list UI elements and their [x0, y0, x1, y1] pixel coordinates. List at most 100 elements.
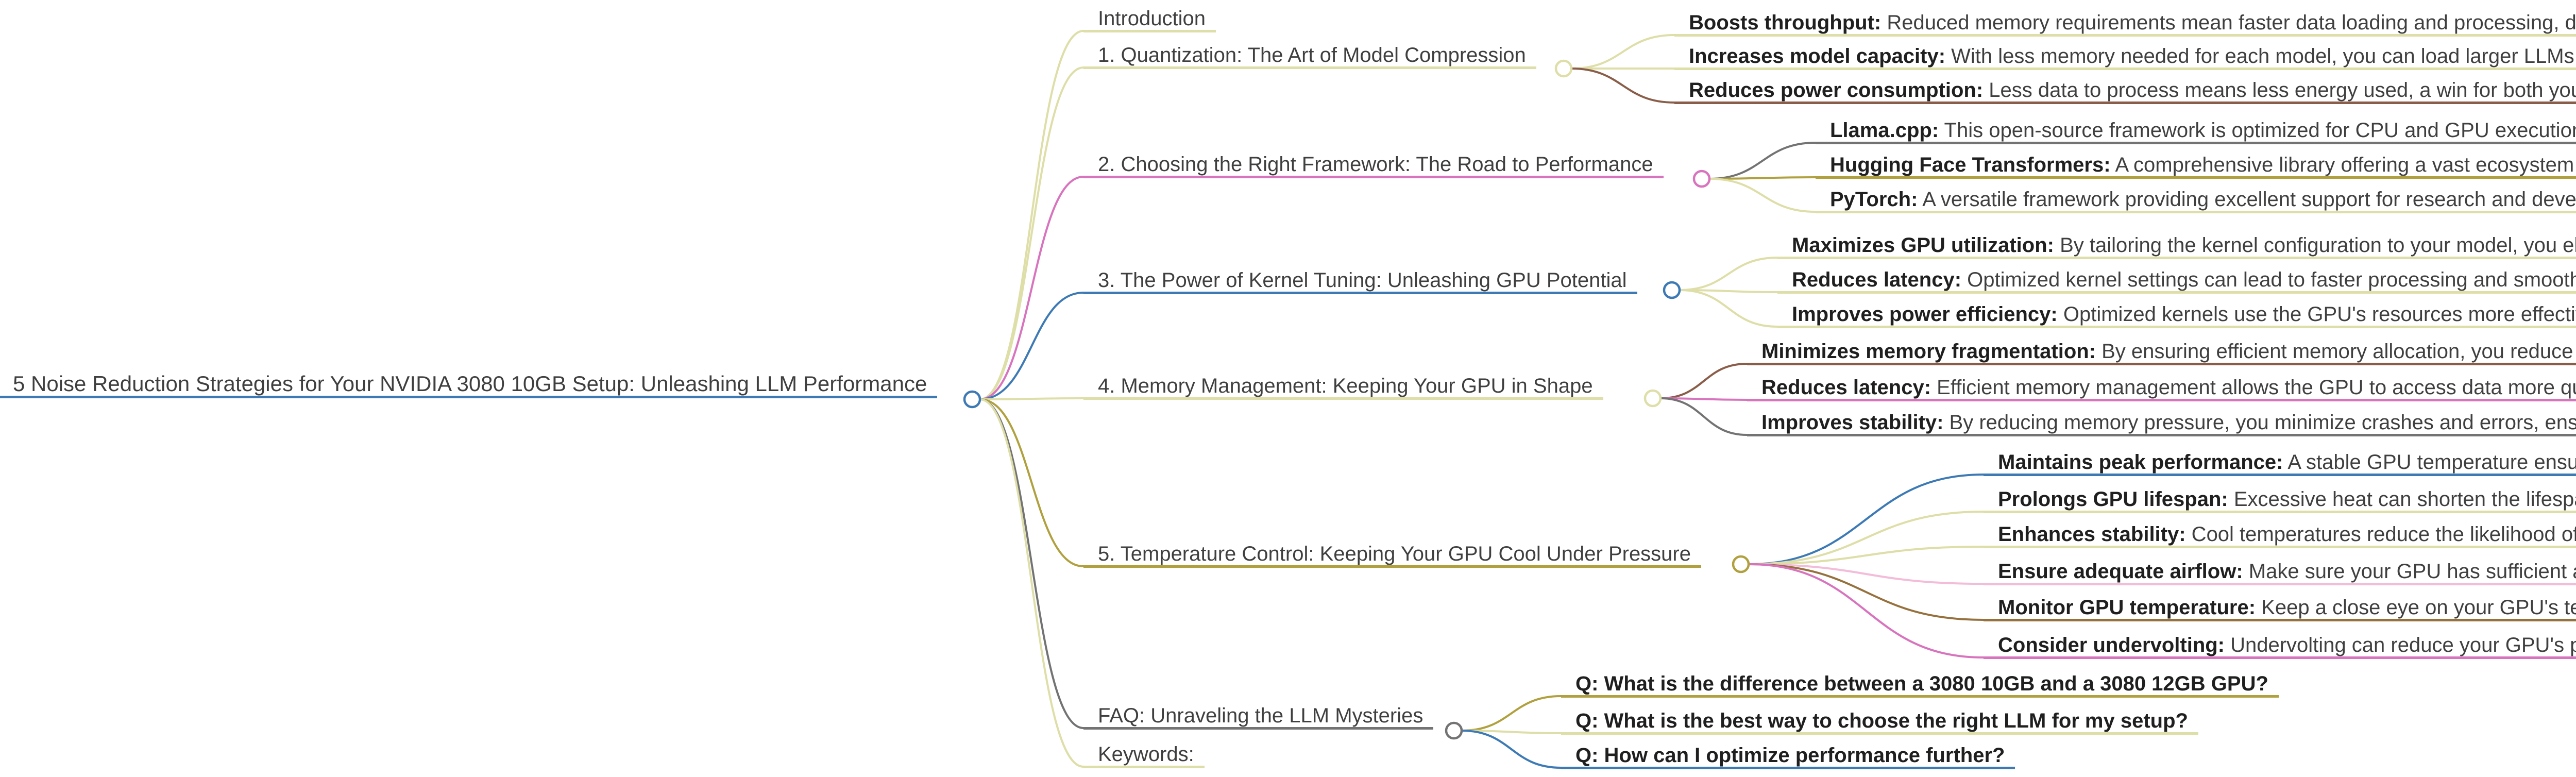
branch-keywords[interactable]: Keywords: — [1083, 744, 1205, 768]
leaf-bold-prefix: Prolongs GPU lifespan: — [1998, 488, 2228, 511]
link-root-keywords — [979, 398, 1084, 768]
link-root-quantization — [979, 66, 1084, 400]
link-quantization-3 — [1570, 67, 1675, 104]
branch-temperature-control[interactable]: 5. Temperature Control: Keeping Your GPU… — [1083, 544, 1701, 568]
collapse-circle-temperature-control[interactable] — [1732, 555, 1750, 573]
leaf-bold-prefix: Q: What is the difference between a 3080… — [1575, 672, 2268, 695]
branch-introduction[interactable]: Introduction — [1083, 8, 1216, 32]
leaf-text: Less data to process means less energy u… — [1989, 79, 2576, 102]
leaf-kernel-tuning-2[interactable]: Reduces latency: Optimized kernel settin… — [1777, 269, 2576, 294]
leaf-temperature-control-6[interactable]: Consider undervolting: Undervolting can … — [1984, 635, 2576, 659]
leaf-temperature-control-2[interactable]: Prolongs GPU lifespan: Excessive heat ca… — [1984, 489, 2576, 513]
link-kernel-tuning-1 — [1679, 257, 1778, 291]
leaf-bold-prefix: Enhances stability: — [1998, 523, 2186, 546]
collapse-circle-quantization[interactable] — [1554, 59, 1573, 78]
collapse-circle-memory-management[interactable] — [1643, 389, 1662, 408]
link-temperature-control-5 — [1748, 563, 1985, 621]
leaf-bold-prefix: Ensure adequate airflow: — [1998, 560, 2243, 583]
leaf-bold-prefix: Minimizes memory fragmentation: — [1761, 340, 2096, 363]
leaf-bold-prefix: Improves stability: — [1761, 411, 1944, 434]
leaf-text: Cool temperatures reduce the likelihood … — [2191, 523, 2576, 546]
leaf-text: This open-source framework is optimized … — [1944, 119, 2576, 142]
link-kernel-tuning-3 — [1679, 289, 1778, 328]
branch-kernel-tuning[interactable]: 3. The Power of Kernel Tuning: Unleashin… — [1083, 270, 1637, 294]
root-node[interactable]: 5 Noise Reduction Strategies for Your NV… — [0, 373, 938, 398]
leaf-bold-prefix: PyTorch: — [1830, 188, 1918, 211]
link-framework-2 — [1708, 176, 1817, 180]
leaf-text: A comprehensive library offering a vast … — [2115, 154, 2576, 176]
collapse-circle-root[interactable] — [963, 390, 981, 409]
leaf-text: Efficient memory management allows the G… — [1937, 376, 2576, 399]
link-root-memory-management — [979, 397, 1084, 400]
leaf-framework-1[interactable]: Llama.cpp: This open-source framework is… — [1816, 120, 2576, 144]
leaf-bold-prefix: Increases model capacity: — [1689, 45, 1946, 67]
leaf-quantization-1[interactable]: Boosts throughput: Reduced memory requir… — [1674, 12, 2576, 37]
collapse-circle-framework[interactable] — [1692, 170, 1711, 188]
collapse-circle-kernel-tuning[interactable] — [1663, 281, 1681, 299]
leaf-bold-prefix: Llama.cpp: — [1830, 119, 1939, 142]
branch-memory-management[interactable]: 4. Memory Management: Keeping Your GPU i… — [1083, 376, 1603, 400]
branch-framework[interactable]: 2. Choosing the Right Framework: The Roa… — [1083, 154, 1664, 178]
leaf-kernel-tuning-1[interactable]: Maximizes GPU utilization: By tailoring … — [1777, 235, 2576, 259]
leaf-temperature-control-1[interactable]: Maintains peak performance: A stable GPU… — [1984, 452, 2576, 476]
leaf-faq-1[interactable]: Q: What is the difference between a 3080… — [1561, 673, 2279, 698]
link-memory-management-3 — [1659, 397, 1748, 436]
leaf-text: Optimized kernels use the GPU's resource… — [2063, 303, 2576, 326]
link-faq-2 — [1461, 730, 1562, 734]
link-temperature-control-6 — [1748, 563, 1985, 658]
leaf-text: A stable GPU temperature ensures consist… — [2287, 451, 2576, 474]
leaf-faq-2[interactable]: Q: What is the best way to choose the ri… — [1561, 711, 2198, 735]
leaf-text: By tailoring the kernel configuration to… — [2060, 234, 2576, 257]
leaf-memory-management-3[interactable]: Improves stability: By reducing memory p… — [1747, 412, 2576, 436]
leaf-bold-prefix: Q: What is the best way to choose the ri… — [1575, 710, 2188, 732]
leaf-text: Excessive heat can shorten the lifespan … — [2233, 488, 2576, 511]
leaf-memory-management-1[interactable]: Minimizes memory fragmentation: By ensur… — [1747, 341, 2576, 365]
leaf-bold-prefix: Maximizes GPU utilization: — [1792, 234, 2054, 257]
leaf-text: By reducing memory pressure, you minimiz… — [1949, 411, 2576, 434]
leaf-text: Reduced memory requirements mean faster … — [1887, 11, 2576, 34]
branch-faq[interactable]: FAQ: Unraveling the LLM Mysteries — [1083, 705, 1434, 730]
link-root-faq — [979, 398, 1084, 729]
leaf-bold-prefix: Reduces latency: — [1761, 376, 1931, 399]
leaf-bold-prefix: Q: How can I optimize performance furthe… — [1575, 744, 2005, 767]
leaf-text: Make sure your GPU has sufficient airflo… — [2248, 560, 2576, 583]
link-temperature-control-1 — [1748, 474, 1985, 565]
link-root-framework — [979, 176, 1084, 400]
leaf-kernel-tuning-3[interactable]: Improves power efficiency: Optimized ker… — [1777, 304, 2576, 328]
leaf-bold-prefix: Reduces latency: — [1792, 268, 1962, 291]
link-temperature-control-3 — [1748, 546, 1985, 565]
leaf-text: By ensuring efficient memory allocation,… — [2102, 340, 2576, 363]
leaf-memory-management-2[interactable]: Reduces latency: Efficient memory manage… — [1747, 377, 2576, 401]
leaf-text: A versatile framework providing excellen… — [1922, 188, 2576, 211]
leaf-bold-prefix: Hugging Face Transformers: — [1830, 154, 2111, 176]
collapse-circle-faq[interactable] — [1445, 721, 1463, 740]
link-faq-1 — [1461, 695, 1562, 732]
leaf-bold-prefix: Reduces power consumption: — [1689, 79, 1984, 102]
leaf-text: Undervolting can reduce your GPU's power… — [2230, 634, 2576, 656]
leaf-temperature-control-3[interactable]: Enhances stability: Cool temperatures re… — [1984, 524, 2576, 548]
leaf-bold-prefix: Boosts throughput: — [1689, 11, 1882, 34]
leaf-bold-prefix: Consider undervolting: — [1998, 634, 2225, 656]
link-root-temperature-control — [979, 398, 1084, 567]
link-kernel-tuning-2 — [1679, 289, 1778, 293]
link-memory-management-1 — [1659, 363, 1748, 399]
leaf-bold-prefix: Monitor GPU temperature: — [1998, 596, 2256, 619]
leaf-faq-3[interactable]: Q: How can I optimize performance furthe… — [1561, 745, 2015, 769]
leaf-temperature-control-5[interactable]: Monitor GPU temperature: Keep a close ey… — [1984, 597, 2576, 621]
leaf-text: Keep a close eye on your GPU's temperatu… — [2261, 596, 2576, 619]
link-faq-3 — [1461, 730, 1562, 769]
link-framework-1 — [1708, 142, 1817, 180]
leaf-quantization-3[interactable]: Reduces power consumption: Less data to … — [1674, 80, 2576, 104]
link-root-kernel-tuning — [979, 292, 1084, 400]
link-temperature-control-4 — [1748, 563, 1985, 585]
leaf-framework-2[interactable]: Hugging Face Transformers: A comprehensi… — [1816, 155, 2576, 179]
branch-quantization[interactable]: 1. Quantization: The Art of Model Compre… — [1083, 45, 1536, 69]
leaf-bold-prefix: Maintains peak performance: — [1998, 451, 2283, 474]
leaf-temperature-control-4[interactable]: Ensure adequate airflow: Make sure your … — [1984, 561, 2576, 585]
leaf-framework-3[interactable]: PyTorch: A versatile framework providing… — [1816, 189, 2576, 213]
link-quantization-1 — [1570, 34, 1675, 70]
leaf-text: Optimized kernel settings can lead to fa… — [1967, 268, 2576, 291]
leaf-quantization-2[interactable]: Increases model capacity: With less memo… — [1674, 46, 2576, 70]
